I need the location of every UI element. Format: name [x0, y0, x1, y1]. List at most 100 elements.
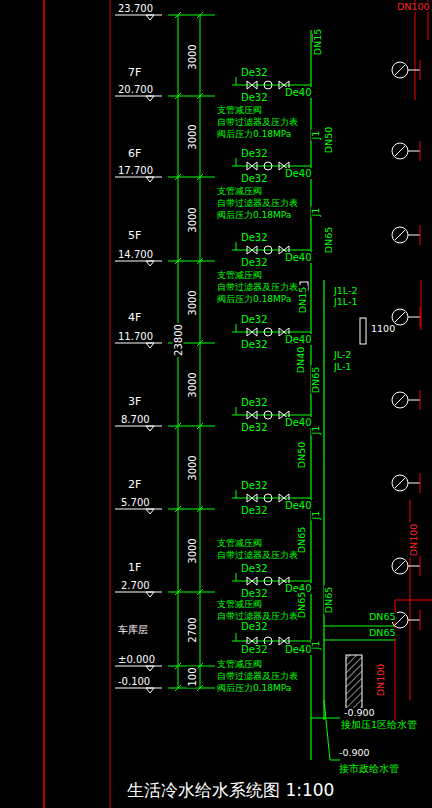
pipe-size: De40	[284, 252, 313, 263]
pipe-size: De32	[240, 257, 269, 268]
drawing-title: 生活冷水给水系统图 1:100	[126, 781, 335, 800]
elevation-label: 11.700	[117, 331, 154, 342]
pipe-size: De32	[240, 67, 269, 78]
meter-pipe	[408, 620, 420, 621]
dimension-value: 23800	[173, 323, 184, 357]
elevation-line	[115, 177, 162, 178]
pipe-label: 1100	[370, 324, 396, 334]
pipe-size: De32	[240, 173, 269, 184]
valve-note: 支管减压阀	[216, 660, 263, 670]
meter-pipe	[420, 225, 421, 245]
meter-pipe	[420, 307, 421, 327]
elevation-label: 1F	[127, 562, 142, 574]
pipe-label: DN65	[324, 586, 334, 615]
pipe-size: De32	[240, 148, 269, 159]
dimension-tick	[197, 423, 203, 429]
pipe-label: -0.900	[343, 708, 376, 718]
dimension-value: 3000	[187, 43, 198, 70]
pipe-label: DN50	[297, 441, 307, 470]
pipe-label: DN15	[298, 286, 308, 315]
elevation-label: -0.100	[117, 676, 151, 687]
dimension-value: 3000	[187, 454, 198, 481]
pipe-label: 接加压1区给水管	[340, 720, 418, 730]
pipe-label: DN100	[376, 663, 386, 698]
meter-symbol	[392, 475, 408, 491]
pipe-label: DN50	[324, 126, 334, 155]
meter-pipe	[420, 141, 421, 161]
meter-symbol	[392, 227, 408, 243]
elevation-mark	[146, 15, 154, 20]
dimension-value: 3000	[187, 289, 198, 316]
elevation-label: 8.700	[120, 414, 151, 425]
pipe-label: JL-1	[333, 362, 352, 372]
meter-symbol	[392, 143, 408, 159]
pressure-gauge	[264, 494, 272, 502]
pipe-size: De32	[240, 397, 269, 408]
pipe-label: 接市政给水管	[338, 764, 400, 774]
pressure-gauge	[264, 411, 272, 419]
elevation-label: 7F	[127, 67, 142, 79]
meter-pipe	[420, 473, 421, 493]
elevation-line	[115, 15, 162, 16]
elevation-line	[115, 96, 162, 97]
pipe-size: De40	[284, 87, 313, 98]
valve-note: 支管减压阀	[216, 539, 263, 549]
pipe-size: De40	[284, 168, 313, 179]
dimension-tick	[197, 93, 203, 99]
valve-note: 阀后压力0.18MPa	[216, 130, 292, 140]
dimension-tick	[168, 96, 215, 97]
dimension-tick	[197, 340, 203, 346]
elevation-label: 17.700	[117, 165, 154, 176]
valve-note: 阀后压力0.18MPa	[216, 211, 292, 221]
pipe-size: De32	[240, 339, 269, 350]
meter-symbol	[395, 395, 405, 405]
valve-note: 阀后压力0.18MPa	[216, 684, 292, 694]
dimension-tick	[175, 93, 181, 99]
pipe-size: De32	[240, 563, 269, 574]
pipe-label: J1L-1	[333, 297, 358, 307]
branch-pipe	[236, 242, 237, 250]
valve-symbol	[247, 577, 257, 585]
pipe-label: DN65	[297, 591, 307, 620]
elevation-mark	[146, 261, 154, 266]
valve-symbol	[247, 246, 257, 254]
elevation-label: 2.700	[120, 580, 151, 591]
meter-pipe	[408, 400, 420, 401]
dimension-tick	[175, 423, 181, 429]
elevation-line	[115, 688, 162, 689]
dimension-tick	[197, 589, 203, 595]
meter-symbol	[395, 146, 405, 156]
dimension-tick	[197, 685, 203, 691]
dimension-tick	[197, 506, 203, 512]
meter-pipe	[420, 556, 421, 576]
elevation-line	[115, 666, 162, 667]
dimension-tick	[168, 688, 215, 689]
meter-pipe	[408, 317, 420, 318]
meter-symbol	[395, 230, 405, 240]
meter-pipe	[408, 70, 420, 71]
meter-pipe	[420, 390, 421, 410]
valve-note: 阀后压力0.18MPa	[216, 295, 292, 305]
valve-note: 自带过滤器及压力表	[216, 283, 299, 293]
pipe-label: DN65	[324, 226, 334, 255]
pressure-gauge	[264, 246, 272, 254]
dimension-tick	[168, 509, 215, 510]
pipe-label: J1	[311, 640, 321, 651]
elevation-label: 4F	[127, 312, 142, 324]
branch-pipe	[236, 573, 237, 581]
meter-pipe	[408, 483, 420, 484]
pipe-size: De32	[240, 480, 269, 491]
pipe-label: DN65	[297, 526, 307, 555]
meter-pipe	[408, 151, 420, 152]
dimension-tick	[175, 174, 181, 180]
pipe-size: De40	[284, 500, 313, 511]
branch-pipe	[236, 324, 237, 332]
pipe-size: De40	[284, 334, 313, 345]
dimension-value: 3000	[187, 206, 198, 233]
dimension-tick	[175, 685, 181, 691]
valve-note: 自带过滤器及压力表	[216, 672, 299, 682]
pipe-label: DN15	[313, 28, 323, 57]
elevation-mark	[146, 426, 154, 431]
pipe-label: J1	[311, 207, 321, 218]
